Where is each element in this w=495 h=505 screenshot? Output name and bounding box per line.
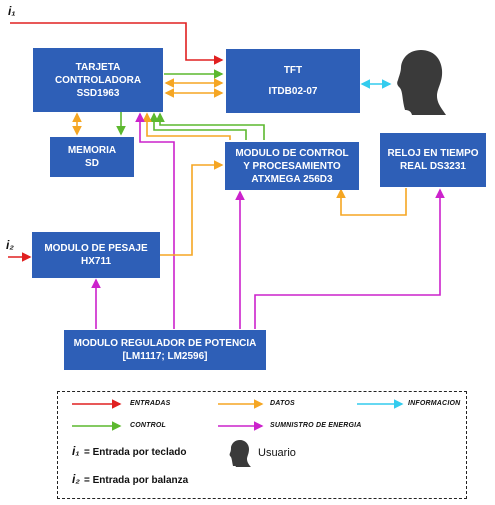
legend-control: CONTROL [130,422,167,429]
tft-line2: ITDB02-07 [268,86,318,97]
control-line1: MODULO DE CONTROL [235,147,349,159]
legend-entradas: ENTRADAS [130,400,171,407]
data-reloj-control [336,188,407,216]
legend-i1-desc: = Entrada por teclado [84,447,187,458]
legend-user-icon [229,440,251,467]
legend-datos: DATOS [270,400,295,407]
legend-usuario: Usuario [258,447,296,459]
tarjeta-line1: TARJETA [75,61,121,73]
pesaje-line2: HX711 [80,256,112,267]
block-tarjeta-controladora: TARJETA CONTROLADORA SSD1963 [33,48,163,112]
block-modulo-pesaje: MODULO DE PESAJE HX711 [32,232,160,278]
tarjeta-line2: CONTROLADORA [54,74,142,86]
legend-informacion: INFORMACION [408,400,461,407]
input-i1-line [10,22,224,65]
memoria-line2: SD [85,158,99,169]
legend-suministro: SUMNISTRO DE ENERGIA [270,422,362,429]
reloj-line2: REAL DS3231 [400,161,466,172]
control-line2: Y PROCESAMIENTO [243,160,341,172]
block-tft: TFT ITDB02-07 [226,49,360,113]
tarjeta-line3: SSD1963 [76,87,120,99]
control-modulo-tarjeta-2 [149,112,247,140]
supply-regulador-tarjeta [135,112,175,329]
block-modulo-regulador: MODULO REGULADOR DE POTENCIA [LM1117; LM… [64,330,266,370]
reloj-line1: RELOJ EN TIEMPO [387,148,479,159]
regulador-line2: [LM1117; LM2596] [122,351,208,362]
control-modulo-tarjeta-1 [155,112,265,140]
data-modulo-tarjeta [142,112,231,140]
memoria-line1: MEMORIA [67,145,117,156]
input-i1-label: i₁ [8,4,16,18]
input-i2-label: i₂ [6,238,14,252]
legend [57,391,467,499]
regulador-line1: MODULO REGULADOR DE POTENCIA [73,338,257,349]
block-reloj: RELOJ EN TIEMPO REAL DS3231 [380,133,486,187]
data-pesaje-control [160,160,224,256]
block-memoria-sd: MEMORIA SD [50,137,134,177]
tft-line1: TFT [283,65,303,76]
legend-i1-symbol: i₁ [72,444,80,458]
legend-i2-symbol: i₂ [72,472,80,486]
user-head-silhouette-icon [397,50,446,115]
supply-regulador-reloj [254,188,445,329]
block-modulo-control: MODULO DE CONTROL Y PROCESAMIENTO ATXMEG… [225,142,359,190]
pesaje-line1: MODULO DE PESAJE [44,243,148,254]
legend-i2-desc: = Entrada por balanza [84,475,189,486]
control-line3: ATXMEGA 256D3 [251,173,333,185]
